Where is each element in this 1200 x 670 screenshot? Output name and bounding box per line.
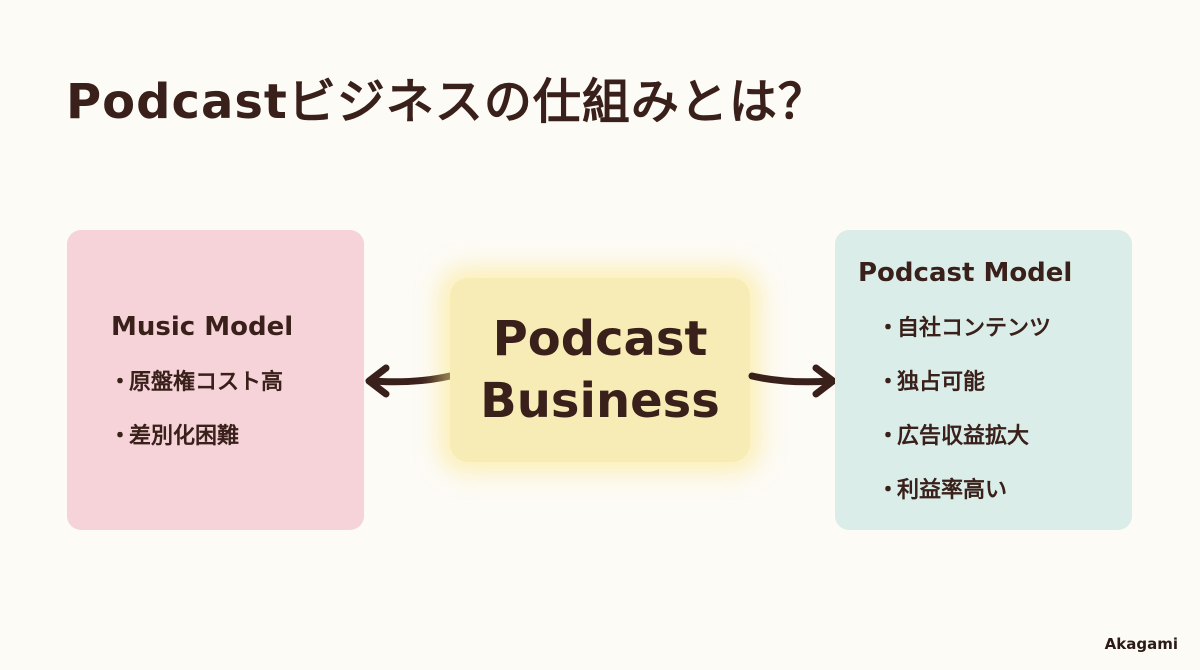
music-model-heading: Music Model bbox=[111, 312, 294, 342]
bullet-icon: ・ bbox=[877, 424, 900, 449]
list-item-label: 差別化困難 bbox=[129, 424, 240, 449]
list-item-label: 原盤権コスト高 bbox=[129, 370, 284, 395]
list-item: ・自社コンテンツ bbox=[877, 314, 1051, 368]
list-item-label: 独占可能 bbox=[897, 370, 986, 395]
list-item: ・利益率高い bbox=[877, 476, 1051, 530]
center-title-line1: Podcast bbox=[492, 311, 708, 367]
podcast-model-heading: Podcast Model bbox=[858, 258, 1073, 288]
list-item: ・原盤権コスト高 bbox=[109, 368, 283, 422]
center-title-line2: Business bbox=[480, 373, 720, 429]
list-item: ・差別化困難 bbox=[109, 422, 283, 476]
podcast-model-box: Podcast Model ・自社コンテンツ ・独占可能 ・広告収益拡大 ・利益… bbox=[835, 230, 1132, 530]
arrow-right-icon bbox=[748, 364, 837, 398]
list-item: ・広告収益拡大 bbox=[877, 422, 1051, 476]
bullet-icon: ・ bbox=[877, 478, 900, 503]
list-item-label: 利益率高い bbox=[897, 478, 1008, 503]
page-title: Podcastビジネスの仕組みとは？ bbox=[66, 74, 827, 130]
podcast-business-box: Podcast Business bbox=[450, 278, 750, 462]
list-item: ・独占可能 bbox=[877, 368, 1051, 422]
music-model-list: ・原盤権コスト高 ・差別化困難 bbox=[109, 368, 283, 476]
music-model-box: Music Model ・原盤権コスト高 ・差別化困難 bbox=[67, 230, 364, 530]
bullet-icon: ・ bbox=[109, 370, 132, 395]
bullet-icon: ・ bbox=[877, 316, 900, 341]
bullet-icon: ・ bbox=[877, 370, 900, 395]
list-item-label: 広告収益拡大 bbox=[897, 424, 1030, 449]
arrow-left-icon bbox=[365, 364, 454, 398]
bullet-icon: ・ bbox=[109, 424, 132, 449]
brand-logo: Akagami bbox=[1104, 635, 1178, 653]
list-item-label: 自社コンテンツ bbox=[897, 316, 1052, 341]
podcast-model-list: ・自社コンテンツ ・独占可能 ・広告収益拡大 ・利益率高い bbox=[877, 314, 1051, 530]
